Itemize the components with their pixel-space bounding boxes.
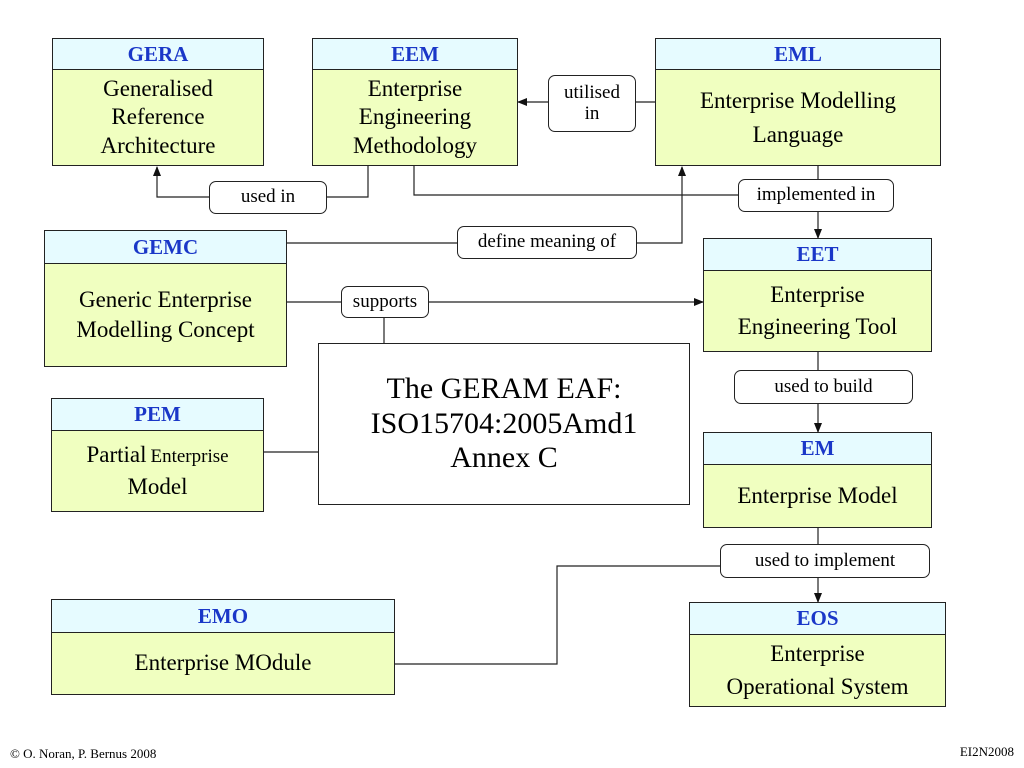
em-box: EM Enterprise Model — [703, 432, 932, 528]
gemc-box: GEMC Generic Enterprise Modelling Concep… — [44, 230, 287, 367]
eos-name: Enterprise Operational System — [726, 641, 909, 699]
link-eem-used-in — [327, 166, 369, 198]
link-emo-implement — [395, 565, 720, 665]
gera-box: GERA Generalised Reference Architecture — [52, 38, 264, 166]
eet-box: EET Enterprise Engineering Tool — [703, 238, 932, 352]
emo-box: EMO Enterprise MOdule — [51, 599, 395, 695]
eml-box: EML Enterprise Modelling Language — [655, 38, 941, 166]
pem-name: Partial Enterprise Model — [52, 431, 263, 511]
eml-name: Enterprise Modelling Language — [699, 88, 897, 147]
label-implemented-in: implemented in — [738, 179, 894, 212]
eem-box: EEM Enterprise Engineering Methodology — [312, 38, 518, 166]
pem-box: PEM Partial Enterprise Model — [51, 398, 264, 512]
pem-name-word2: Enterprise — [150, 445, 229, 467]
emo-code: EMO — [52, 600, 394, 633]
arrow-used-in-gera — [153, 166, 209, 198]
footer-code: EI2N2008 — [959, 744, 1014, 759]
gera-name: Generalised Reference Architecture — [100, 76, 216, 158]
eem-code: EEM — [313, 39, 517, 70]
gemc-name: Generic Enterprise Modelling Concept — [76, 287, 255, 342]
emo-name: Enterprise MOdule — [134, 650, 312, 676]
gera-code: GERA — [53, 39, 263, 70]
eml-code: EML — [656, 39, 940, 70]
label-supports: supports — [341, 286, 429, 318]
footer-copyright: © O. Noran, P. Bernus 2008 — [10, 746, 157, 761]
eem-name: Enterprise Engineering Methodology — [353, 76, 477, 158]
arrow-define-meaning-eml — [637, 166, 686, 244]
pem-code: PEM — [52, 399, 263, 431]
label-used-to-implement: used to implement — [720, 544, 930, 578]
eos-box: EOS Enterprise Operational System — [689, 602, 946, 707]
link-eem-implemented-in — [413, 166, 738, 196]
em-name: Enterprise Model — [737, 482, 898, 508]
em-code: EM — [704, 433, 931, 465]
label-define-meaning-of: define meaning of — [457, 226, 637, 259]
eet-code: EET — [704, 239, 931, 271]
label-used-in: used in — [209, 181, 327, 214]
label-used-to-build: used to build — [734, 370, 913, 404]
eos-code: EOS — [690, 603, 945, 635]
center-title: The GERAM EAF: ISO15704:2005Amd1 Annex C — [318, 343, 690, 505]
label-utilised-in: utilised in — [548, 75, 636, 132]
pem-name-word3: Model — [127, 474, 188, 499]
eet-name: Enterprise Engineering Tool — [737, 281, 898, 339]
gemc-code: GEMC — [45, 231, 286, 264]
pem-name-word1: Partial — [86, 441, 147, 467]
